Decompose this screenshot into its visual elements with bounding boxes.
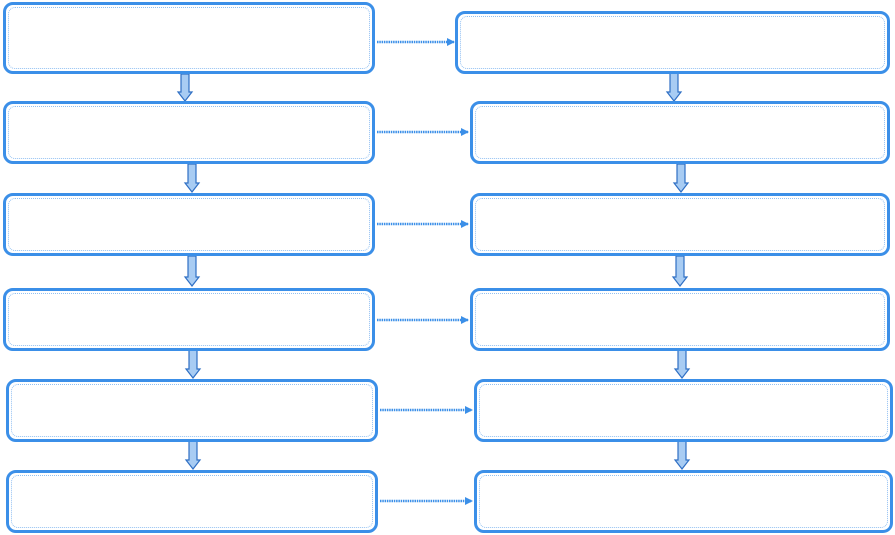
right-box-2 xyxy=(470,101,890,164)
left-box-6 xyxy=(6,470,378,533)
left-box-3 xyxy=(3,193,375,256)
down-arrow-4 xyxy=(184,349,202,379)
down-arrow-10 xyxy=(673,440,691,470)
down-arrow-7 xyxy=(672,163,690,193)
right-box-1 xyxy=(455,11,890,74)
down-arrow-3 xyxy=(183,255,201,287)
down-arrow-9 xyxy=(673,349,691,379)
down-arrow-5 xyxy=(184,440,202,470)
left-box-1 xyxy=(3,2,375,74)
right-box-3 xyxy=(470,193,890,256)
down-arrow-8 xyxy=(671,255,689,287)
down-arrow-2 xyxy=(183,163,201,193)
left-box-2 xyxy=(3,101,375,164)
left-box-4 xyxy=(3,288,375,351)
right-box-5 xyxy=(474,379,893,442)
down-arrow-1 xyxy=(176,73,194,102)
right-box-4 xyxy=(470,288,890,351)
right-box-6 xyxy=(474,470,893,533)
down-arrow-6 xyxy=(665,72,683,102)
left-box-5 xyxy=(6,379,378,442)
